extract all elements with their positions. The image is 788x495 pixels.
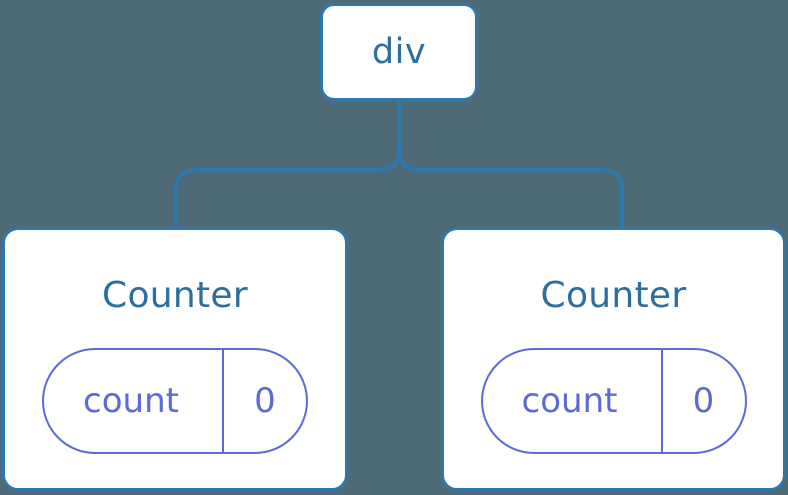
node-div[interactable]: div: [320, 3, 478, 101]
state-key-left: count: [83, 381, 179, 421]
state-key-right: count: [521, 381, 618, 421]
state-value-left: 0: [254, 381, 276, 421]
node-counter-right[interactable]: Counter count 0: [441, 227, 786, 491]
connector-root-to-left-child: [174, 99, 401, 229]
state-value-right: 0: [692, 381, 715, 421]
node-div-label: div: [371, 31, 427, 72]
state-divider-right: [660, 350, 663, 452]
state-pill-right[interactable]: count 0: [480, 348, 747, 454]
state-pill-left[interactable]: count 0: [42, 348, 308, 454]
connector-root-to-right-child: [397, 99, 624, 229]
state-divider-left: [222, 350, 224, 452]
node-counter-left[interactable]: Counter count 0: [2, 227, 348, 491]
node-counter-left-title: Counter: [102, 275, 248, 316]
state-pill-right-wrapper: count 0: [444, 348, 783, 454]
state-pill-left-wrapper: count 0: [5, 348, 345, 454]
node-counter-right-title: Counter: [540, 275, 687, 316]
